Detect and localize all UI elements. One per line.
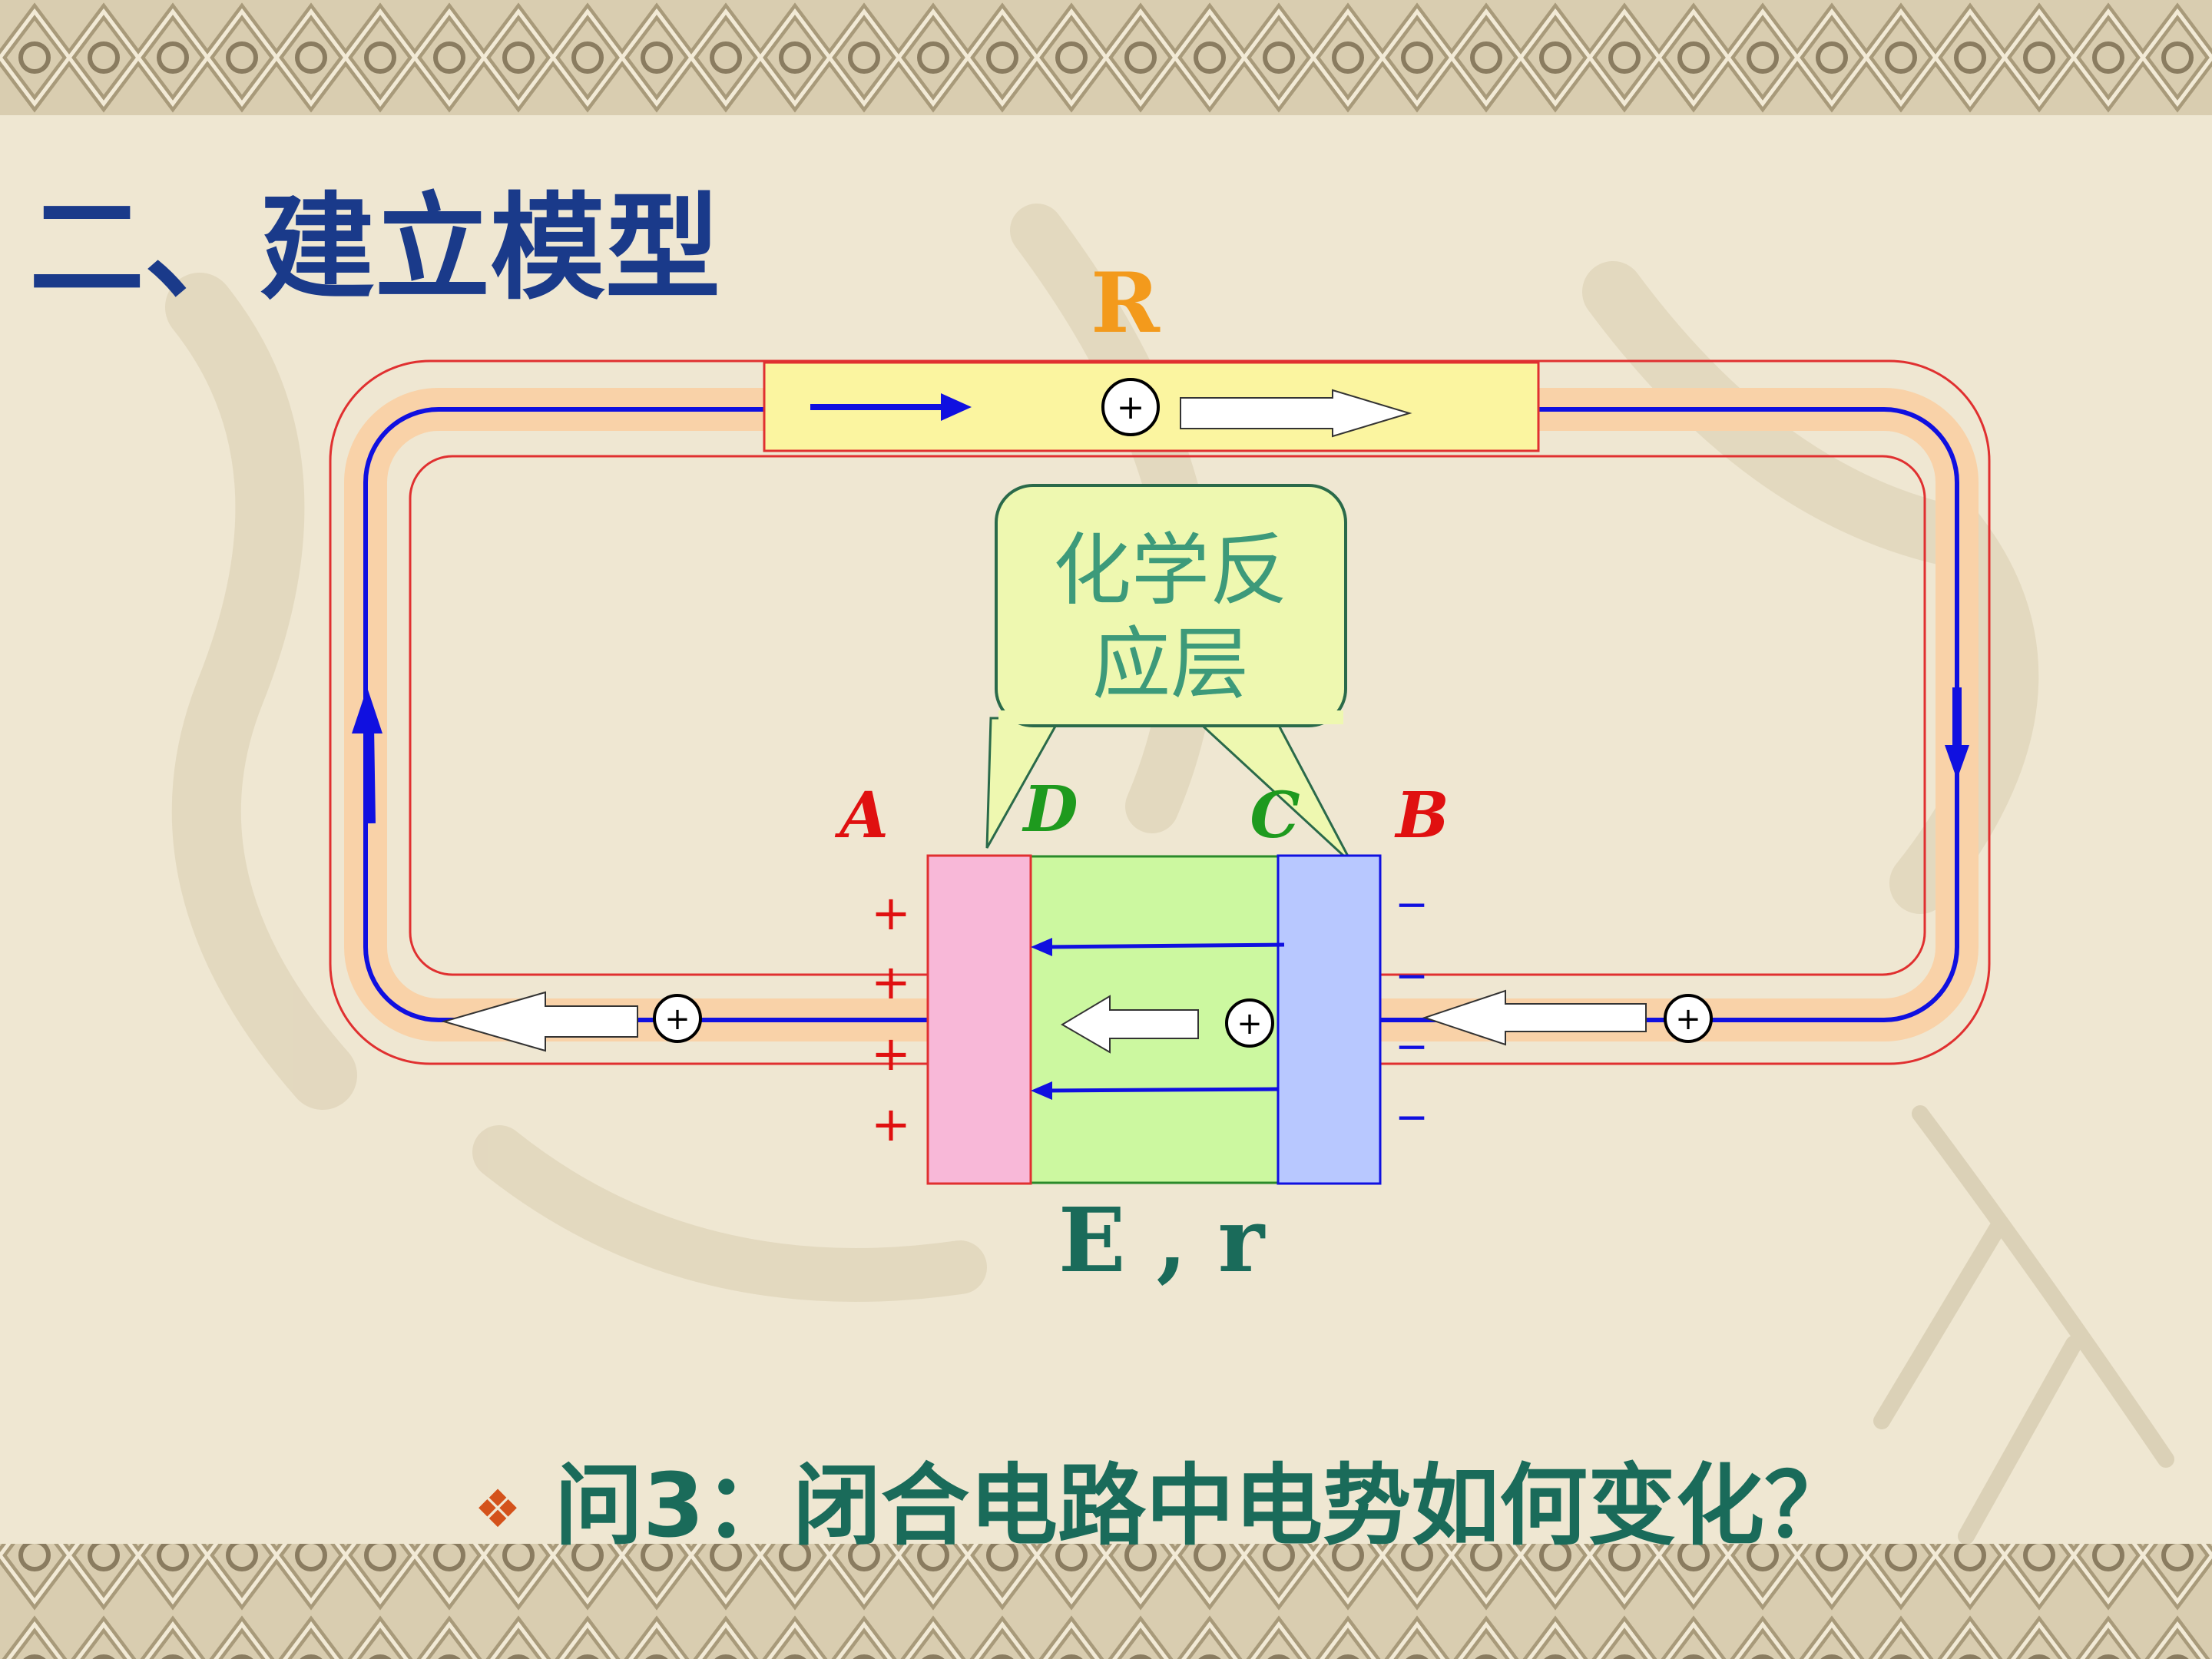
callout-text-line1: 化学反 (1053, 525, 1288, 617)
resistor: + (763, 361, 1540, 452)
label-d: D (1022, 773, 1078, 846)
plate-b (1277, 854, 1382, 1185)
question-text: 问3：闭合电路中电势如何变化？ (555, 1455, 1853, 1558)
label-b: B (1394, 779, 1449, 853)
bottom-border (0, 1544, 2212, 1659)
minus-sign: − (1395, 882, 1429, 928)
bottom-left-charge: + (441, 991, 702, 1052)
positive-charge-icon (1225, 998, 1274, 1048)
bottom-right-charge: + (1422, 989, 1713, 1046)
plus-sign: + (871, 885, 911, 941)
charge-flow-arrow-icon (1422, 989, 1647, 1046)
charge-symbol: + (1675, 1002, 1701, 1037)
resistor-label: R (1091, 255, 1161, 352)
plate-a (926, 854, 1032, 1185)
plus-sign: + (871, 1096, 911, 1152)
minus-sign: − (1395, 1094, 1429, 1141)
left-current-arrow-icon (352, 687, 382, 824)
field-arrow-icon (1044, 1087, 1279, 1093)
charge-symbol: + (1117, 388, 1145, 427)
charge-symbol: + (664, 1002, 690, 1037)
positive-charge-icon (1101, 378, 1160, 436)
label-a: A (834, 779, 889, 853)
question-bullet-icon: ❖ (475, 1479, 522, 1540)
field-arrow-icon (1044, 942, 1285, 949)
charge-symbol: + (1237, 1006, 1263, 1041)
right-current-arrow-icon (1945, 687, 1969, 780)
positive-charge-icon (653, 994, 702, 1043)
plus-sign: + (871, 1025, 911, 1081)
top-border (0, 0, 2212, 115)
charge-flow-arrow-icon (1180, 389, 1412, 438)
page-title: 二、建立模型 (29, 182, 720, 316)
callout-text-line2: 应层 (1092, 619, 1249, 710)
battery-label: E , r (1058, 1189, 1266, 1293)
reaction-layer-callout: 化学反 应层 (985, 484, 1353, 865)
positive-charge-icon (1664, 994, 1713, 1043)
label-c: C (1250, 779, 1300, 853)
minus-sign: − (1395, 1024, 1429, 1070)
plus-sign: + (871, 954, 911, 1010)
charge-flow-arrow-icon (441, 991, 638, 1052)
internal-charge-arrow-icon (1061, 995, 1199, 1054)
minus-sign: − (1395, 953, 1429, 999)
battery: + (926, 854, 1382, 1185)
